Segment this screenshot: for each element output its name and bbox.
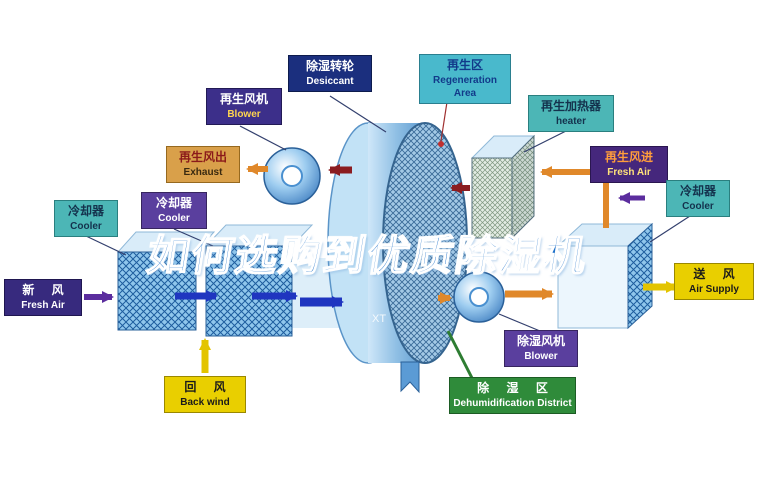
label-dehum-district-en: Dehumidification District	[453, 397, 572, 409]
label-dehum-blower: 除湿风机 Blower	[504, 330, 578, 367]
label-regen-area: 再生区 Regeneration Area	[419, 54, 511, 104]
label-regen-blower-en: Blower	[227, 108, 261, 120]
leader-regen-blower	[239, 125, 287, 151]
regeneration-fan	[263, 147, 321, 205]
supply-box	[556, 222, 654, 330]
ahu-box-1	[116, 231, 216, 331]
label-dehum-district: 除 湿 区 Dehumidification District	[449, 377, 576, 414]
headline-watermark: 如何选购到优质除湿机	[143, 231, 592, 280]
label-dehum-district-zh: 除 湿 区	[477, 381, 548, 395]
leader-dehum-district	[446, 330, 474, 379]
label-regen-fresh-air-en: Fresh Air	[607, 166, 651, 178]
label-regen-fresh-air: 再生风进 Fresh Air	[590, 146, 668, 183]
label-dehum-blower-en: Blower	[524, 350, 558, 362]
label-back-wind-en: Back wind	[180, 396, 230, 408]
label-desiccant: 除湿转轮 Desiccant	[288, 55, 372, 92]
label-regen-fresh-air-zh: 再生风进	[604, 150, 653, 164]
label-cooler-mid-zh: 冷却器	[155, 196, 192, 210]
label-cooler-right-zh: 冷却器	[679, 184, 716, 198]
label-air-supply-en: Air Supply	[688, 283, 739, 295]
leader-cooler-right	[649, 215, 691, 243]
label-cooler-left-zh: 冷却器	[67, 204, 104, 218]
label-cooler-left-en: Cooler	[70, 220, 102, 232]
leader-desiccant	[329, 95, 387, 133]
label-regen-area-en: Regeneration Area	[433, 74, 497, 99]
label-exhaust: 再生风出 Exhaust	[166, 146, 240, 183]
label-back-wind-zh: 回 风	[184, 380, 226, 394]
label-cooler-right-en: Cooler	[682, 200, 714, 212]
ahu-box-2	[204, 224, 314, 337]
leader-heater	[523, 130, 567, 153]
label-regen-heater-en: heater	[555, 115, 586, 127]
label-cooler-left: 冷却器 Cooler	[54, 200, 118, 237]
label-regen-heater: 再生加热器 heater	[528, 95, 614, 132]
label-regen-blower-zh: 再生风机	[219, 92, 268, 106]
label-back-wind: 回 风 Back wind	[164, 376, 246, 413]
wheel-ribbon	[400, 361, 420, 394]
label-air-supply-zh: 送 风	[693, 267, 735, 281]
label-exhaust-zh: 再生风出	[178, 150, 227, 164]
wheel-mark-text: XT	[372, 313, 386, 325]
heater-box	[470, 134, 536, 240]
label-air-supply: 送 风 Air Supply	[674, 263, 754, 300]
leader-dehum-blower	[498, 313, 541, 332]
label-cooler-mid-en: Cooler	[158, 212, 190, 224]
label-regen-area-zh: 再生区	[446, 58, 483, 72]
label-cooler-right: 冷却器 Cooler	[666, 180, 730, 217]
leader-regen-area-dot	[438, 141, 444, 147]
label-regen-heater-zh: 再生加热器	[540, 99, 601, 113]
label-cooler-mid: 冷却器 Cooler	[141, 192, 207, 229]
leader-regen-area	[440, 101, 448, 142]
label-regen-blower: 再生风机 Blower	[206, 88, 282, 125]
label-fresh-air: 新 风 Fresh Air	[4, 279, 82, 316]
leader-cooler-mid	[173, 228, 214, 247]
label-fresh-air-zh: 新 风	[22, 283, 64, 297]
label-exhaust-en: Exhaust	[183, 166, 223, 178]
leader-cooler-left	[85, 235, 127, 256]
label-desiccant-zh: 除湿转轮	[305, 59, 354, 73]
label-desiccant-en: Desiccant	[306, 75, 354, 87]
label-dehum-blower-zh: 除湿风机	[516, 334, 565, 348]
supply-fan	[453, 271, 505, 323]
label-fresh-air-en: Fresh Air	[21, 299, 65, 311]
